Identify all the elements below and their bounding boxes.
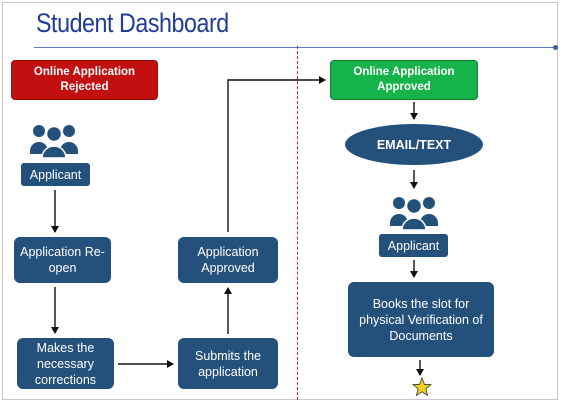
dashboard-frame xyxy=(2,2,558,400)
status-approved: Online Application Approved xyxy=(330,60,478,100)
email-text-notification: EMAIL/TEXT xyxy=(345,124,483,165)
applicant-label-right: Applicant xyxy=(379,234,448,257)
status-rejected: Online Application Rejected xyxy=(11,60,158,100)
page-title: Student Dashboard xyxy=(36,8,229,38)
star-icon xyxy=(412,377,432,397)
title-underline-end xyxy=(553,45,558,50)
arrow-approved-to-online-approved xyxy=(227,76,326,232)
section-divider xyxy=(297,46,298,400)
applicant-label: Applicant xyxy=(21,163,90,186)
application-approved-box: Application Approved xyxy=(178,237,278,283)
submit-application-box: Submits the application xyxy=(178,338,278,389)
book-verification-slot-box: Books the slot for physical Verification… xyxy=(348,282,494,357)
applicant-group-icon-right xyxy=(390,197,438,231)
title-underline xyxy=(34,47,556,48)
corrections-box: Makes the necessary corrections xyxy=(17,338,114,389)
applicant-group-icon xyxy=(30,125,78,159)
application-reopen-box: Application Re-open xyxy=(14,237,111,283)
